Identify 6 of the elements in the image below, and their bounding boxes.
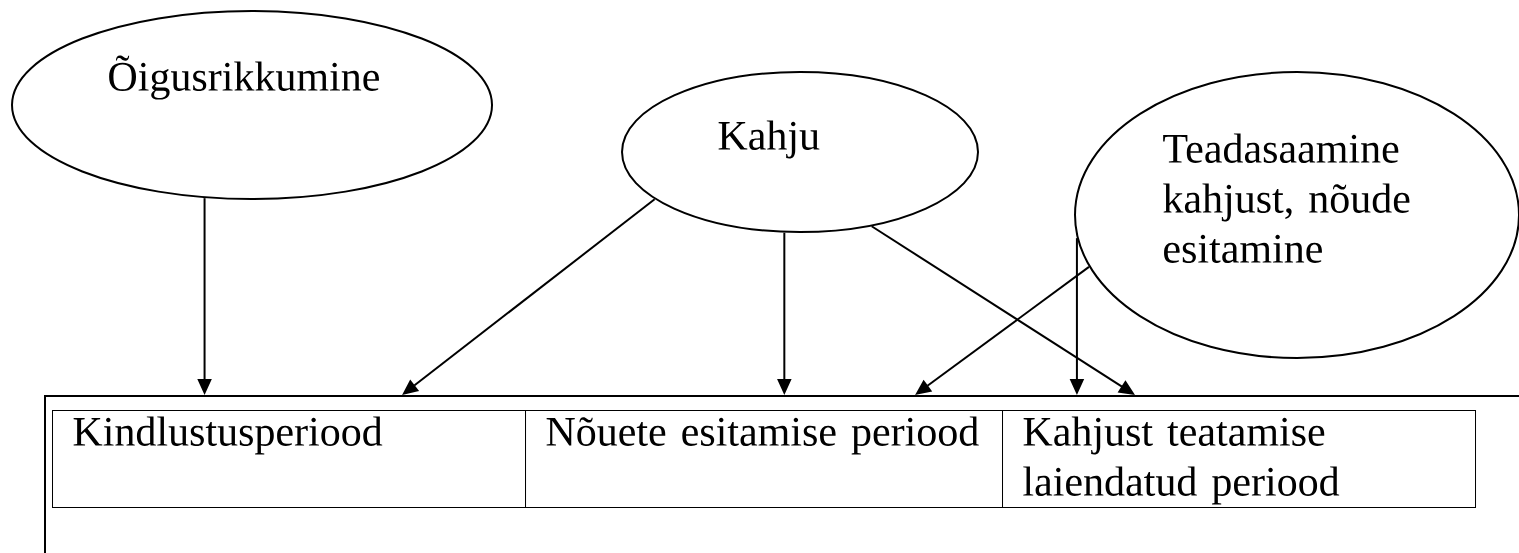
ellipse-node: Õigusrikkumine xyxy=(11,10,493,200)
period-cell: Kahjust teatamise laiendatud periood xyxy=(1002,410,1476,508)
ellipse-node: Kahju xyxy=(621,71,979,233)
outer-box xyxy=(44,395,1519,553)
period-cell: Kindlustusperiood xyxy=(52,410,526,508)
period-cell: Nõuete esitamise periood xyxy=(525,410,1003,508)
